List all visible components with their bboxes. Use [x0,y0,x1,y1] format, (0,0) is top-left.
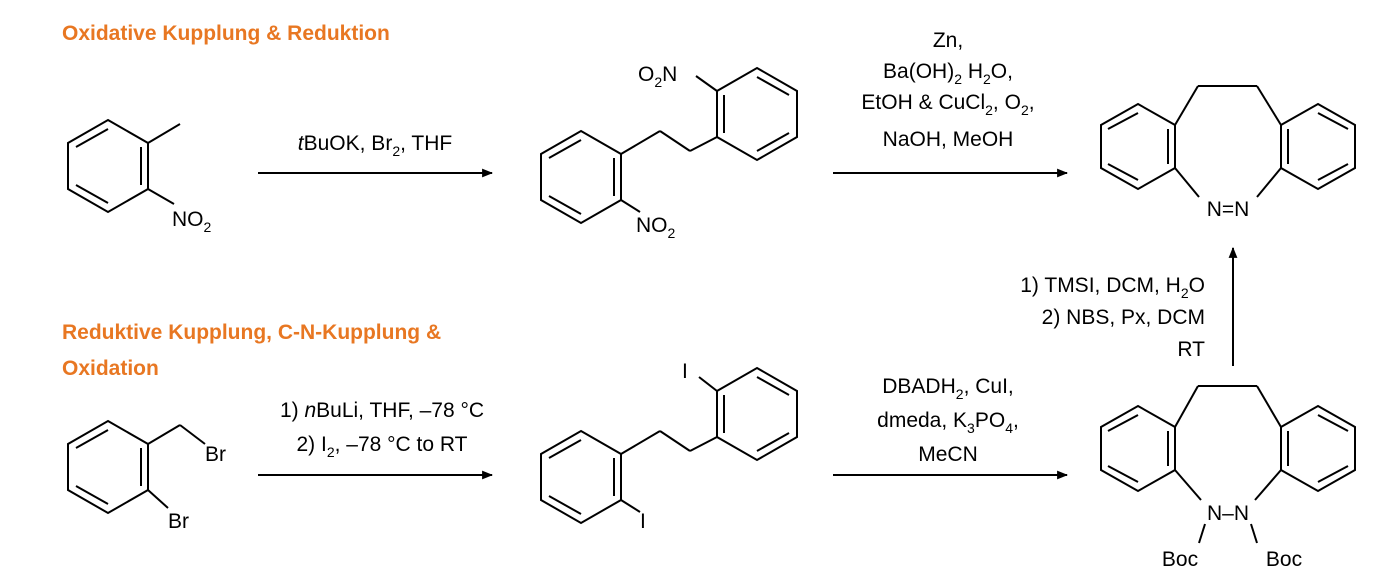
molecule-diazocine [1100,85,1356,198]
conditions-step2-line2: Ba(OH)2 H2O, [883,60,1013,87]
label-hydrazine-bridge: N–N [1207,502,1249,525]
conditions-step2-line1: Zn, [933,29,963,52]
label-boc-left: Boc [1162,548,1198,571]
conditions-step4-line1: DBADH2, CuI, [882,375,1014,402]
molecule-boc-hydrazine [1100,385,1356,544]
molecule-dinitro-bibenzyl [540,66,798,225]
conditions-step5-line2: 2) NBS, Px, DCM [1042,306,1205,329]
conditions-step5-line1: 1) TMSI, DCM, H2O [1020,274,1205,301]
conditions-step4-line2: dmeda, K3PO4, [877,409,1019,436]
label-nitro-top: O2N [638,63,677,90]
label-benzylic-bromine: Br [205,443,226,466]
heading-reductive-coupling-line1: Reduktive Kupplung, C-N-Kupplung & [62,321,441,344]
label-azo-bridge: N=N [1207,198,1250,221]
molecule-2-nitrotoluene [67,118,181,214]
heading-reductive-coupling-line2: Oxidation [62,357,159,380]
label-boc-right: Boc [1266,548,1302,571]
conditions-step4-line3: MeCN [918,443,978,466]
label-iodine-bottom: I [640,510,646,533]
conditions-step1: tBuOK, Br2, THF [298,132,452,159]
label-aryl-bromine: Br [168,510,189,533]
molecule-2-bromobenzyl-bromide [67,419,206,515]
conditions-step3-line2: 2) I2, –78 °C to RT [296,433,467,460]
label-iodine-top: I [682,360,688,383]
molecule-diiodo-bibenzyl [540,366,798,525]
label-nitro-bottom: NO2 [636,214,676,241]
conditions-step3-line1: 1) nBuLi, THF, –78 °C [280,399,484,422]
conditions-step2-line3: EtOH & CuCl2, O2, [861,91,1034,118]
conditions-step5-line3: RT [1177,338,1205,361]
label-nitro-group: NO2 [172,208,212,235]
heading-oxidative-coupling: Oxidative Kupplung & Reduktion [62,22,390,45]
conditions-step2-line4: NaOH, MeOH [883,128,1014,151]
